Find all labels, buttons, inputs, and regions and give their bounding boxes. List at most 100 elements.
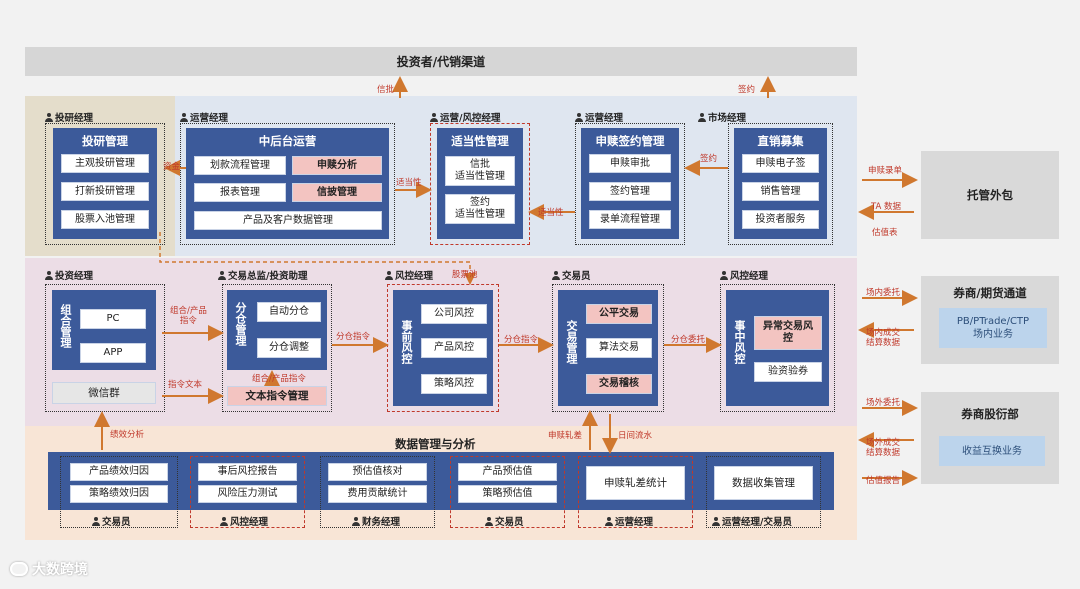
- label-zhiling-wenben: 指令文本: [168, 380, 203, 390]
- signing-panel: 申赎签约管理 申赎审批 签约管理 录单流程管理: [581, 128, 679, 239]
- label-fencang-zhiling-2: 分仓指令: [504, 335, 539, 345]
- intrade-title: 事中风控: [733, 320, 746, 364]
- broker-channel-box: PB/PTrade/CTP 场内业务: [939, 308, 1047, 348]
- position-item: 分仓调整: [257, 338, 321, 358]
- data-item: 策略绩效归因: [70, 485, 168, 503]
- data-group-6: [706, 456, 821, 528]
- data-item: 风险压力测试: [198, 485, 297, 503]
- direct-item: 申赎电子签: [742, 154, 819, 173]
- signing-group: [575, 123, 685, 245]
- data-item: 产品绩效归因: [70, 463, 168, 481]
- label-zuhe-chanpin-zhiling-2: 组合/产品指令: [252, 374, 306, 384]
- data-item: 申赎轧差统计: [586, 466, 685, 500]
- custody-title: 托管外包: [967, 188, 1013, 202]
- label-gupiaochi: 股票池: [452, 270, 478, 280]
- data-role: 风控经理: [220, 514, 268, 528]
- midback-item: 报表管理: [194, 183, 286, 202]
- person-icon: [385, 270, 393, 280]
- trading-item: 交易稽核: [586, 374, 652, 394]
- label-ta-shuju: TA 数据: [871, 202, 902, 212]
- label-changwai-chengjiao: 场外成交 结算数据: [866, 438, 901, 458]
- pretrade-item: 策略风控: [421, 374, 487, 394]
- position-item: 自动分仓: [257, 302, 321, 322]
- midback-item: 产品及客户数据管理: [194, 211, 382, 230]
- label-fencang-zhiling: 分仓指令: [336, 332, 371, 342]
- suitability-panel: 适当性管理 信批 适当性管理 签约 适当性管理: [437, 128, 523, 239]
- role-risk-manager: 风控经理: [385, 268, 433, 282]
- role-trade-head: 交易总监/投资助理: [218, 268, 307, 282]
- person-icon: [180, 112, 188, 122]
- pretrade-title: 事前风控: [400, 320, 413, 364]
- role-risk-manager-2: 风控经理: [720, 268, 768, 282]
- midback-group: [180, 123, 395, 245]
- person-icon: [430, 112, 438, 122]
- arrow-stockpool-dashed: [159, 232, 476, 285]
- data-item: 预估值核对: [328, 463, 427, 481]
- logo-icon: [10, 562, 28, 576]
- label-qianyue: 签约: [738, 85, 756, 95]
- data-item: 事后风控报告: [198, 463, 297, 481]
- direct-item: 销售管理: [742, 182, 819, 201]
- pretrade-item: 产品风控: [421, 338, 487, 358]
- label-rijian-liushui: 日间流水: [618, 431, 653, 441]
- suitability-title: 适当性管理: [451, 134, 509, 148]
- label-changnei-weituo: 场内委托: [866, 288, 901, 298]
- data-role: 财务经理: [352, 514, 400, 528]
- signing-item: 录单流程管理: [589, 210, 671, 229]
- label-jixiao-fenxi: 绩效分析: [110, 430, 145, 440]
- label-zuhe-chanpin-zhiling: 组合/产品 指令: [170, 306, 207, 326]
- broker-channel-title: 券商/期货通道: [953, 286, 1027, 300]
- data-group-2: [190, 456, 305, 528]
- label-shidangxing: 适当性: [396, 178, 422, 188]
- trading-item: 公平交易: [586, 304, 652, 324]
- data-group-4: [450, 456, 565, 528]
- watermark-logo: 大数跨境: [10, 559, 88, 579]
- portfolio-app: APP: [80, 343, 146, 363]
- data-item: 产品预估值: [458, 463, 557, 481]
- data-group-3: [320, 456, 435, 528]
- trading-panel: 交易管理 公平交易 算法交易 交易稽核: [558, 290, 658, 406]
- person-icon: [485, 516, 493, 526]
- position-title: 分仓管理: [234, 302, 247, 346]
- label-guzhi-baogao: 估值报告: [866, 476, 901, 486]
- data-group-5: [578, 456, 693, 528]
- intrade-item: 验资验券: [754, 362, 822, 382]
- signing-item: 申赎审批: [589, 154, 671, 173]
- role-ops-risk-manager: 运营/风控经理: [430, 110, 500, 124]
- portfolio-panel: 组合管理 PC APP: [52, 290, 156, 370]
- person-icon: [218, 270, 226, 280]
- data-role: 运营经理: [605, 514, 653, 528]
- person-icon: [698, 112, 706, 122]
- label-fencang-weituo: 分仓委托: [671, 335, 706, 345]
- text-order-management: 文本指令管理: [227, 386, 327, 406]
- broker-channel-panel: 券商/期货通道 PB/PTrade/CTP 场内业务: [921, 276, 1059, 364]
- data-management-title: 数据管理与分析: [395, 437, 476, 451]
- pretrade-item: 公司风控: [421, 304, 487, 324]
- intrade-item: 异常交易风控: [754, 316, 822, 350]
- signing-item: 签约管理: [589, 182, 671, 201]
- person-icon: [220, 516, 228, 526]
- data-role: 运营经理/交易员: [712, 514, 792, 528]
- data-item: 费用贡献统计: [328, 485, 427, 503]
- person-icon: [352, 516, 360, 526]
- research-item: 主观投研管理: [61, 154, 149, 173]
- role-ops-manager: 运营经理: [180, 110, 228, 124]
- suitability-item: 签约 适当性管理: [445, 194, 515, 224]
- midback-item: 划款流程管理: [194, 156, 286, 175]
- data-group-1: [60, 456, 178, 528]
- label-changnei-chengjiao: 场内成交 结算数据: [866, 328, 901, 348]
- data-role: 交易员: [485, 514, 524, 528]
- investor-channel-bar: 投资者/代销渠道: [25, 47, 857, 76]
- custody-panel: 托管外包: [921, 151, 1059, 239]
- portfolio-pc: PC: [80, 309, 146, 329]
- data-role: 交易员: [92, 514, 131, 528]
- research-item: 打新投研管理: [61, 182, 149, 201]
- label-xinpi: 信批: [377, 85, 395, 95]
- portfolio-wechat: 微信群: [52, 382, 156, 404]
- role-market-manager: 市场经理: [698, 110, 746, 124]
- position-panel: 分仓管理 自动分仓 分仓调整: [227, 290, 327, 370]
- person-icon: [45, 112, 53, 122]
- data-item: 策略预估值: [458, 485, 557, 503]
- direct-panel: 直销募集 申赎电子签 销售管理 投资者服务: [734, 128, 827, 239]
